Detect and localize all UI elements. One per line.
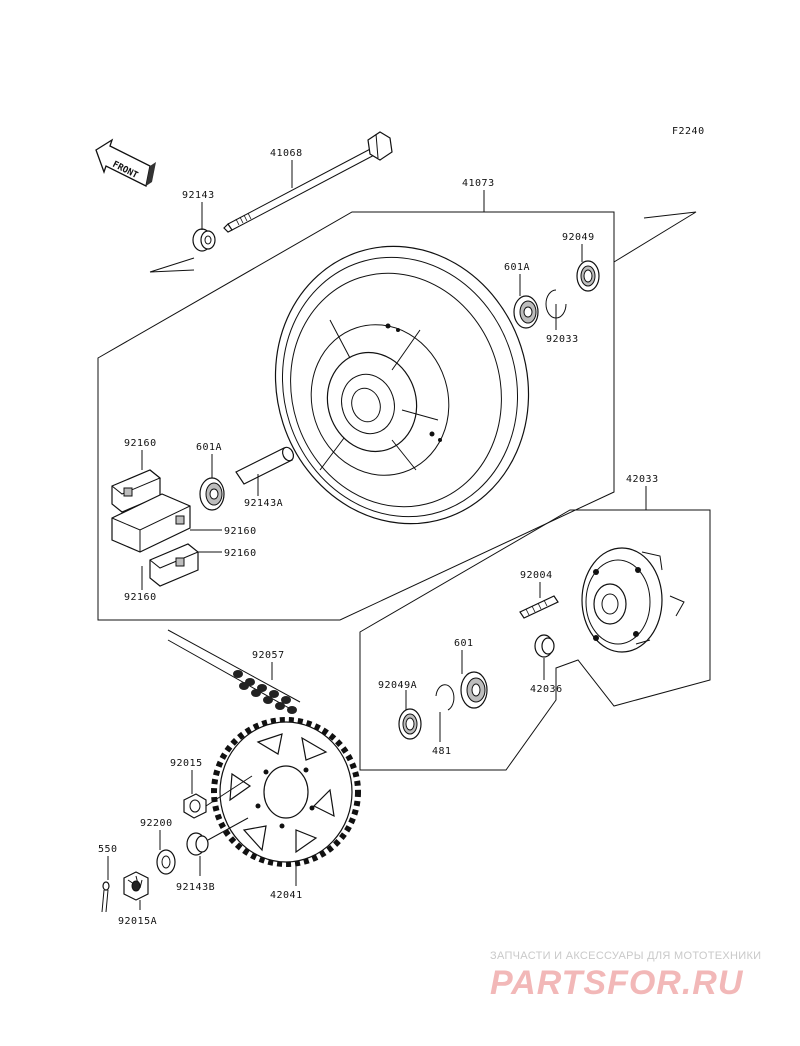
wheel-group-outline	[97, 211, 615, 621]
chain-92057	[167, 629, 301, 714]
label-92015: 92015	[170, 758, 203, 769]
label-550: 550	[98, 844, 118, 855]
label-92049A: 92049A	[378, 680, 417, 691]
label-481: 481	[432, 746, 452, 757]
collar-92143	[192, 228, 216, 252]
front-arrow-icon: FRONT	[95, 138, 156, 187]
oil-seal-92049A	[398, 708, 422, 740]
label-92160-a: 92160	[124, 438, 157, 449]
sprocket-42041	[211, 717, 361, 867]
oil-seal-92049	[576, 260, 600, 292]
cotter-pin-550	[101, 881, 110, 913]
bearing-601A-left	[199, 477, 225, 511]
watermark-logo: PARTSFOR.RU	[490, 964, 744, 1002]
washer-92200	[156, 849, 176, 875]
label-601: 601	[454, 638, 474, 649]
label-42036: 42036	[530, 684, 563, 695]
label-601A-left: 601A	[196, 442, 222, 453]
label-41073: 41073	[462, 178, 495, 189]
label-92015A: 92015A	[118, 916, 157, 927]
collar-92143A	[235, 446, 295, 485]
label-92160-b: 92160	[224, 526, 257, 537]
hub-group-outline	[359, 509, 711, 771]
nut-92015	[183, 775, 253, 819]
axle-41068	[223, 131, 393, 233]
figure-code: F2240	[672, 126, 705, 137]
label-92143A: 92143A	[244, 498, 283, 509]
bearing-601	[460, 671, 488, 709]
collar-92143B	[186, 817, 249, 856]
circlip-481	[435, 684, 455, 711]
label-92200: 92200	[140, 818, 173, 829]
label-601A-top: 601A	[504, 262, 530, 273]
watermark-tagline: ЗАПЧАСТИ И АКСЕССУАРЫ ДЛЯ МОТОТЕХНИКИ	[490, 950, 762, 962]
label-92004: 92004	[520, 570, 553, 581]
bearing-601A-right	[513, 295, 539, 329]
collar-42036	[534, 634, 555, 658]
label-92143: 92143	[182, 190, 215, 201]
label-42041: 42041	[270, 890, 303, 901]
stud-92004	[519, 595, 559, 619]
damper-92160-set	[111, 469, 199, 587]
label-92033: 92033	[546, 334, 579, 345]
coupling-42033	[581, 547, 685, 653]
label-42033: 42033	[626, 474, 659, 485]
label-92160-d: 92160	[124, 592, 157, 603]
rear-wheel-41073	[274, 245, 530, 525]
label-92057: 92057	[252, 650, 285, 661]
castle-nut-92015A	[123, 871, 149, 901]
label-41068: 41068	[270, 148, 303, 159]
label-92160-c: 92160	[224, 548, 257, 559]
circlip-92033	[545, 289, 567, 319]
label-92143B: 92143B	[176, 882, 215, 893]
label-92049: 92049	[562, 232, 595, 243]
